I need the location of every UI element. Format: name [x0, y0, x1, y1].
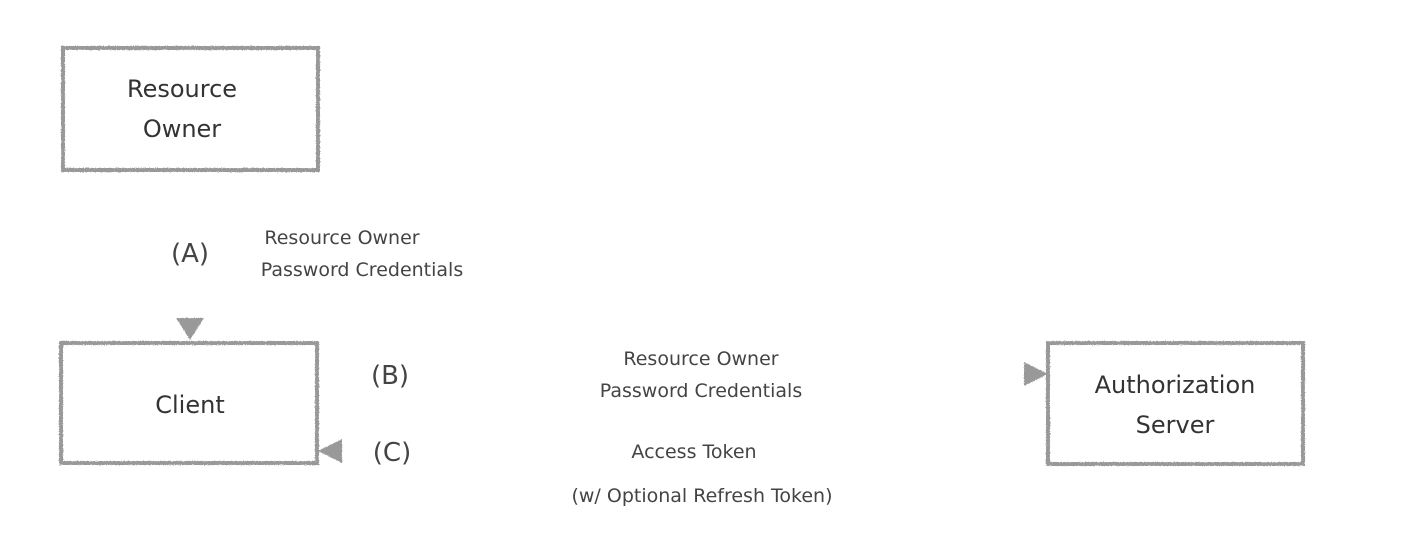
edge-b-arrowhead — [1024, 362, 1048, 386]
edge-a-label-line1: Resource Owner — [264, 227, 419, 249]
edge-c-step: (C) — [373, 438, 411, 468]
authorization-server-box — [1046, 341, 1305, 466]
edge-b-step: (B) — [371, 361, 409, 391]
resource-owner-label-line2: Owner — [143, 115, 221, 143]
authorization-server-label-line1: Authorization — [1095, 371, 1256, 399]
edge-b-label-line1: Resource Owner — [623, 348, 778, 370]
resource-owner-node: Resource Owner — [61, 46, 320, 172]
edge-c-label: Access Token — [631, 441, 756, 463]
edge-c-note: (w/ Optional Refresh Token) — [571, 485, 832, 507]
authorization-server-label-line2: Server — [1136, 411, 1215, 439]
edge-b: (B) Resource Owner Password Credentials — [318, 348, 1048, 402]
edge-c-arrowhead — [318, 439, 342, 463]
edge-b-label-line2: Password Credentials — [600, 380, 802, 402]
edge-c: (C) Access Token (w/ Optional Refresh To… — [318, 438, 1048, 507]
edge-a-step: (A) — [171, 239, 209, 269]
edge-a-label-line2: Password Credentials — [261, 259, 463, 281]
client-label: Client — [155, 391, 224, 419]
resource-owner-box — [61, 46, 320, 172]
client-box — [59, 341, 319, 465]
authorization-server-node: Authorization Server — [1046, 341, 1305, 466]
edge-a-arrowhead — [176, 318, 204, 340]
client-node: Client — [59, 341, 319, 465]
resource-owner-label-line1: Resource — [127, 75, 237, 103]
edge-a: (A) Resource Owner Password Credentials — [171, 170, 463, 340]
